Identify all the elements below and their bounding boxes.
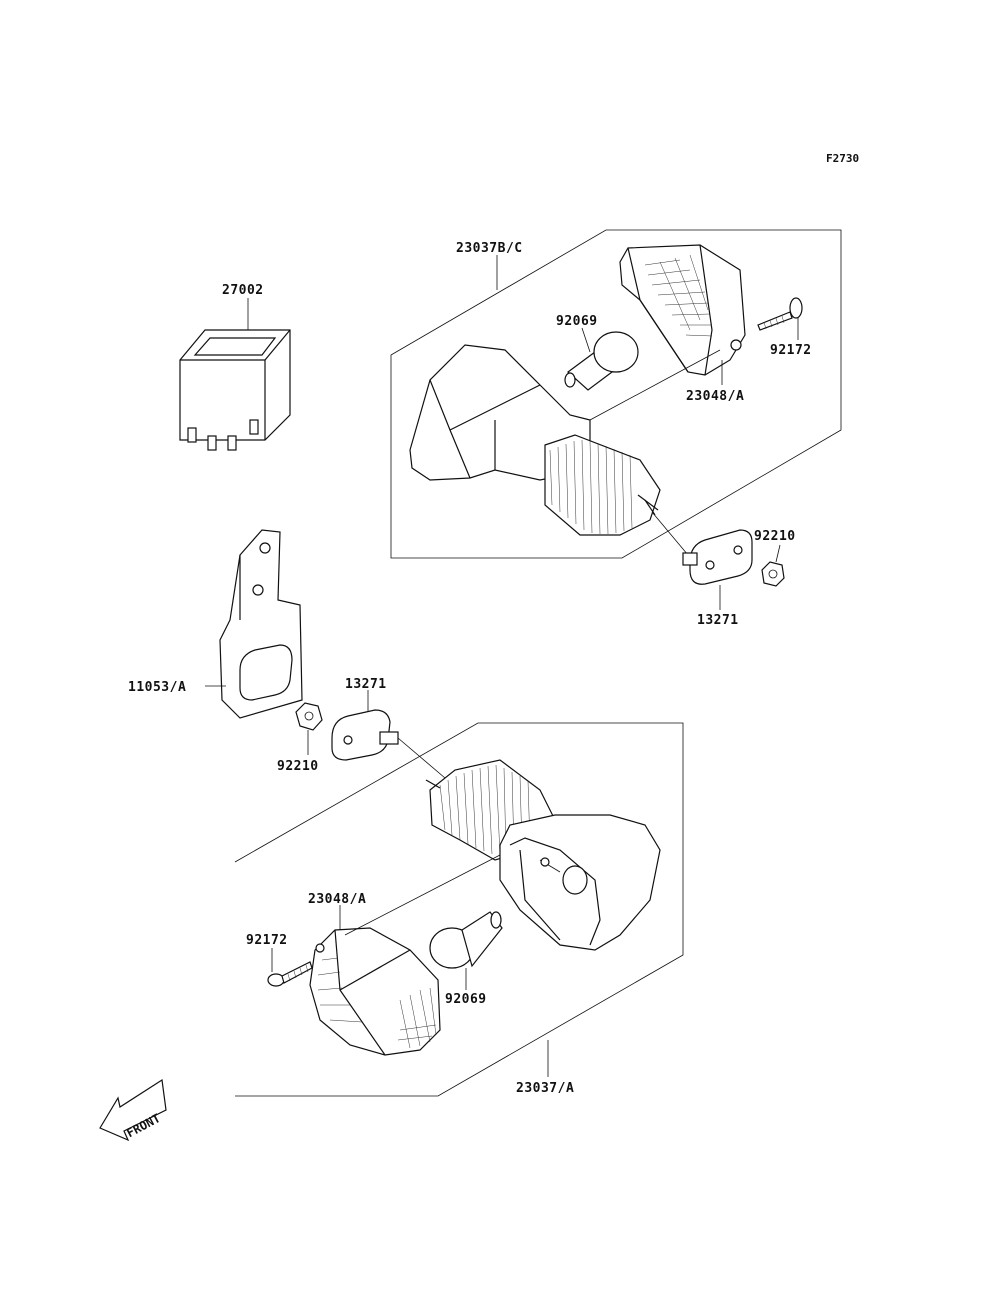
lower-nut[interactable] (295, 702, 323, 731)
label-upper-nut: 92210 (754, 529, 796, 544)
upper-plate[interactable] (682, 529, 753, 585)
label-bracket: 11053/A (128, 680, 186, 695)
label-relay: 27002 (222, 283, 264, 298)
label-lower-assembly: 23037/A (516, 1081, 574, 1096)
relay-part[interactable] (179, 329, 291, 451)
label-lower-screw: 92172 (246, 933, 288, 948)
front-arrow: FRONT (99, 1078, 167, 1142)
upper-nut[interactable] (761, 561, 785, 587)
label-upper-plate: 13271 (697, 613, 739, 628)
label-upper-screw: 92172 (770, 343, 812, 358)
upper-assembly-boundary (390, 229, 842, 559)
label-upper-bulb: 92069 (556, 314, 598, 329)
label-upper-assembly: 23037B/C (456, 241, 523, 256)
lower-bulb[interactable] (429, 911, 503, 969)
drawing-code: F2730 (826, 152, 859, 165)
lower-screw[interactable] (267, 961, 313, 987)
upper-lens[interactable] (619, 244, 746, 376)
label-lower-plate: 13271 (345, 677, 387, 692)
lower-housing[interactable] (425, 759, 661, 951)
bracket-part[interactable] (219, 529, 303, 719)
label-upper-lens: 23048/A (686, 389, 744, 404)
upper-housing[interactable] (409, 344, 661, 536)
label-lower-nut: 92210 (277, 759, 319, 774)
lower-lens[interactable] (309, 927, 441, 1056)
lower-plate[interactable] (331, 709, 399, 761)
label-lower-lens: 23048/A (308, 892, 366, 907)
lower-assembly-boundary (234, 722, 684, 1097)
upper-screw[interactable] (757, 297, 803, 331)
upper-bulb[interactable] (564, 331, 639, 391)
label-lower-bulb: 92069 (445, 992, 487, 1007)
